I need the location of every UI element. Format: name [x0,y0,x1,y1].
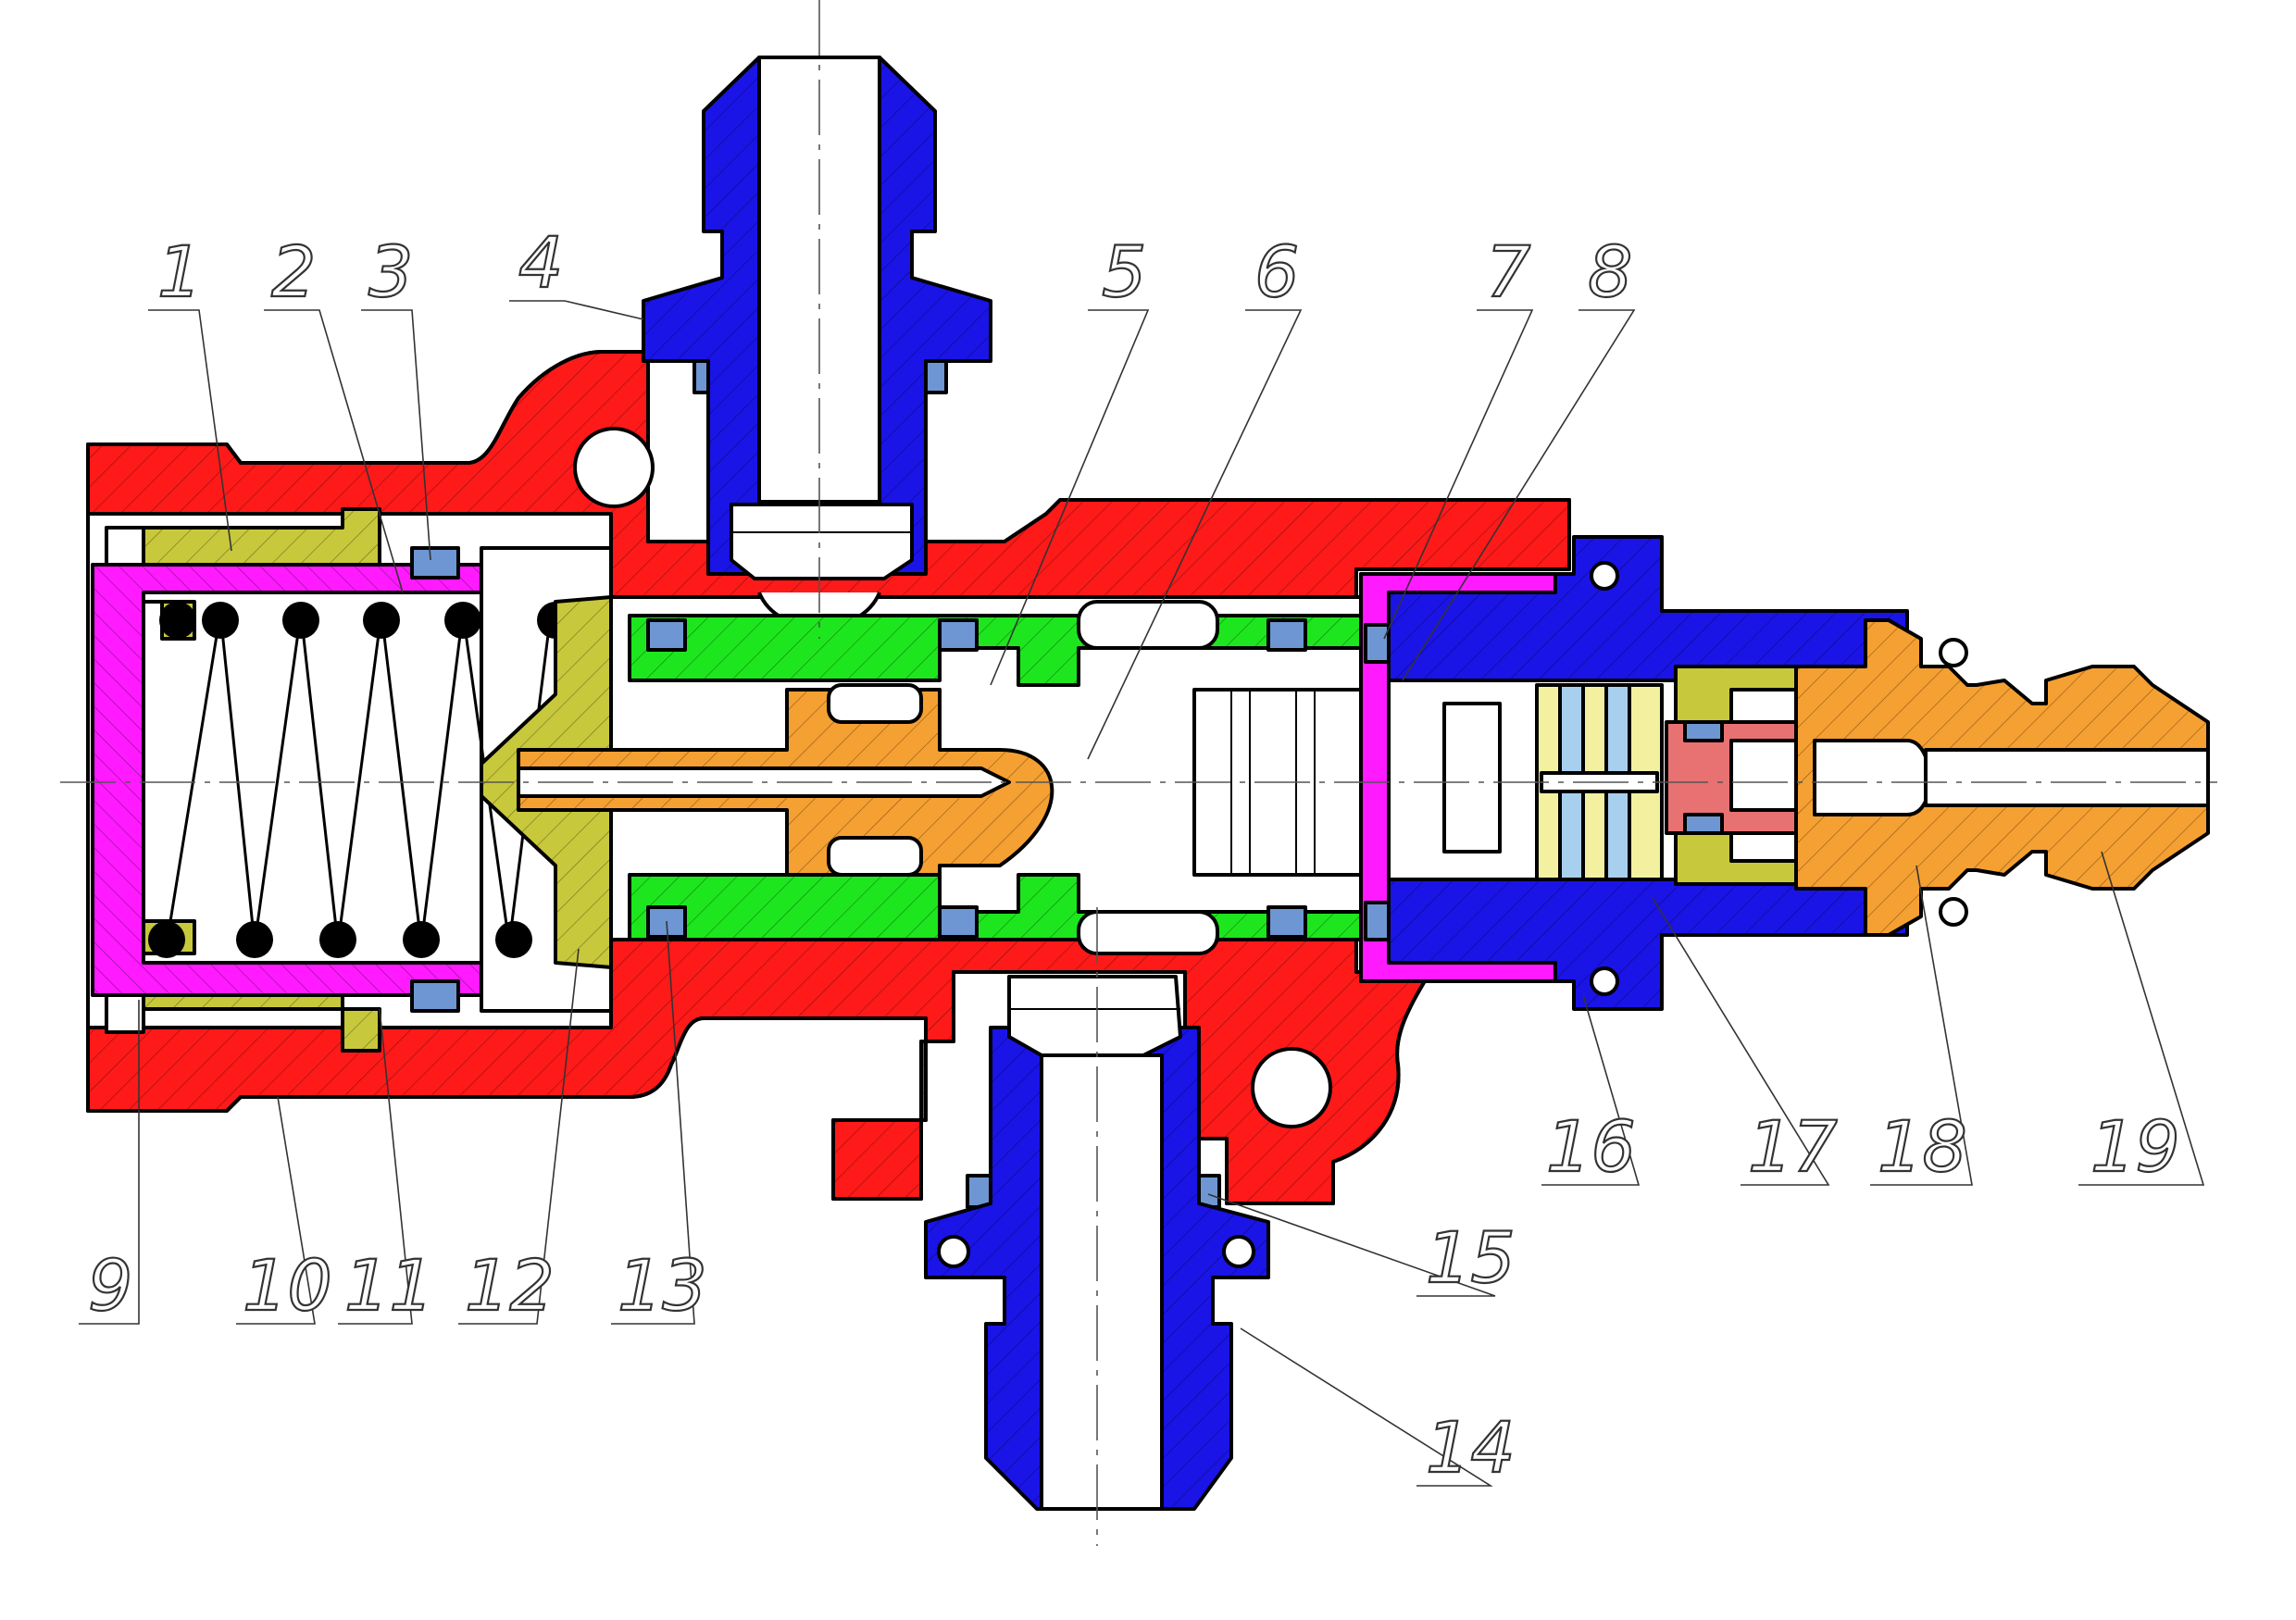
callout-5: 5 [1102,231,1146,313]
callout-19: 19 [2090,1105,2180,1188]
callout-7: 7 [1486,231,1530,313]
cap-hole-lower [1590,966,1619,996]
callout-11: 11 [344,1244,434,1327]
callout-3: 3 [368,231,413,313]
inlet-fitting-top [642,56,992,629]
centerlines [60,0,2217,1546]
callout-10: 10 [243,1244,332,1327]
outlet-nipple [1007,975,1182,1057]
callout-1: 1 [157,231,202,313]
callout-13: 13 [618,1244,707,1327]
seal-3-lower [410,979,460,1013]
callout-9: 9 [88,1244,132,1327]
callouts: 1 2 3 4 5 6 7 8 9 10 11 12 13 14 15 16 1… [79,220,2205,1489]
outlet-flange-hole-left [937,1235,970,1268]
callout-6: 6 [1254,231,1299,313]
mounting-hole-lower [1251,1047,1332,1128]
callout-15: 15 [1426,1216,1516,1299]
nozzle-fitting [1794,618,2210,937]
seal-3-upper [410,546,460,579]
outlet-bore [1040,1053,1164,1511]
cap-hole-upper [1590,561,1619,591]
nozzle-bore [1924,748,2210,807]
callout-12: 12 [465,1244,555,1327]
nozzle-hole-upper [1939,638,1968,667]
callout-14: 14 [1426,1406,1516,1489]
piston-sleeve [628,600,1363,955]
callout-8: 8 [1588,231,1632,313]
outlet-flange-hole-right [1222,1235,1255,1268]
callout-16: 16 [1546,1105,1636,1188]
callout-4: 4 [518,221,563,304]
callout-17: 17 [1748,1105,1838,1188]
mounting-hole-upper [573,427,655,508]
callout-2: 2 [271,231,316,313]
nozzle-hole-lower [1939,897,1968,927]
nozzle-needle [1813,739,1932,816]
inlet-nipple [730,503,914,580]
callout-18: 18 [1878,1105,1967,1188]
